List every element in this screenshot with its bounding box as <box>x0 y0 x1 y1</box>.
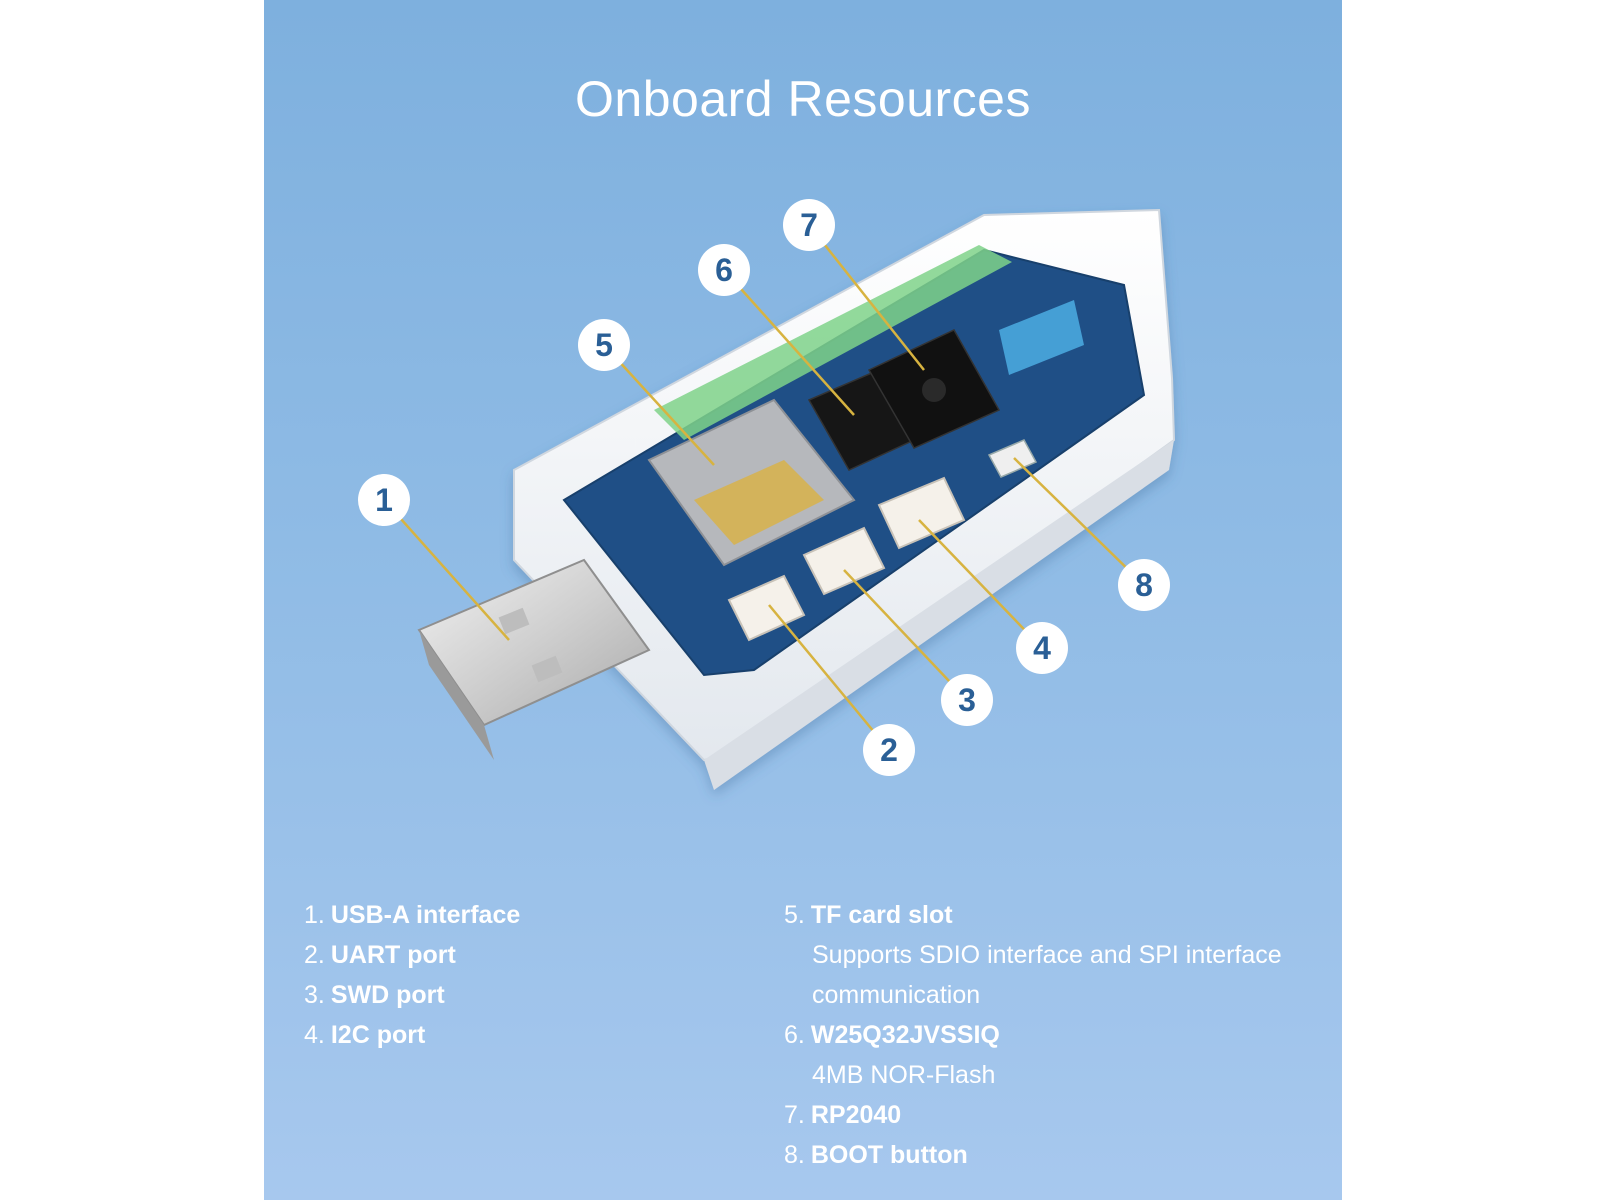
callout-label: 8 <box>1135 567 1153 603</box>
callout-label: 2 <box>880 732 898 768</box>
list-item: 3.SWD port <box>304 981 445 1009</box>
callout-label: 7 <box>800 207 818 243</box>
callout-label: 6 <box>715 252 733 288</box>
callout-label: 5 <box>595 327 613 363</box>
list-item: 7.RP2040 <box>784 1101 902 1129</box>
callout-8: 8 <box>1118 559 1170 611</box>
leader-line-6 <box>723 269 855 416</box>
leader-line-2 <box>768 604 890 751</box>
leader-line-4 <box>918 519 1043 649</box>
leader-line-5 <box>603 344 715 466</box>
callout-7: 7 <box>783 199 835 251</box>
item-description: 4MB NOR-Flash <box>812 1061 996 1089</box>
page-title: Onboard Resources <box>575 71 1031 127</box>
i2c-connector <box>877 476 966 550</box>
uart-connector <box>727 574 806 642</box>
rp2040-chip <box>867 329 1001 449</box>
list-item: 8.BOOT button <box>784 1141 968 1169</box>
product-panel: Onboard Resources <box>264 0 1342 1200</box>
boot-button <box>987 439 1038 478</box>
swd-connector <box>802 526 886 596</box>
list-item: 4.I2C port <box>304 1021 426 1049</box>
leader-line-3 <box>843 569 968 701</box>
leader-line-7 <box>808 224 925 371</box>
callout-5: 5 <box>578 319 630 371</box>
board-diagram: 1 2 3 4 5 6 7 8 <box>358 199 1176 790</box>
callout-3: 3 <box>941 674 993 726</box>
callout-label: 1 <box>375 482 393 518</box>
callout-label: 4 <box>1033 630 1051 666</box>
green-stripe <box>654 245 1012 440</box>
item-description: Supports SDIO interface and SPI interfac… <box>812 941 1282 1009</box>
leader-lines <box>383 224 1145 751</box>
callout-4: 4 <box>1016 622 1068 674</box>
list-item: 1.USB-A interface <box>304 901 521 929</box>
usb-a-connector <box>417 558 651 760</box>
blue-stripe <box>999 300 1084 375</box>
callout-1: 1 <box>358 474 410 526</box>
tf-card-slot <box>647 398 856 567</box>
list-item: 2.UART port <box>304 941 456 969</box>
callout-6: 6 <box>698 244 750 296</box>
leader-line-1 <box>383 499 510 641</box>
resource-list-left: 1.USB-A interface 2.UART port 3.SWD port… <box>304 895 520 1055</box>
leader-line-8 <box>1013 457 1145 586</box>
callout-label: 3 <box>958 682 976 718</box>
callout-2: 2 <box>863 724 915 776</box>
